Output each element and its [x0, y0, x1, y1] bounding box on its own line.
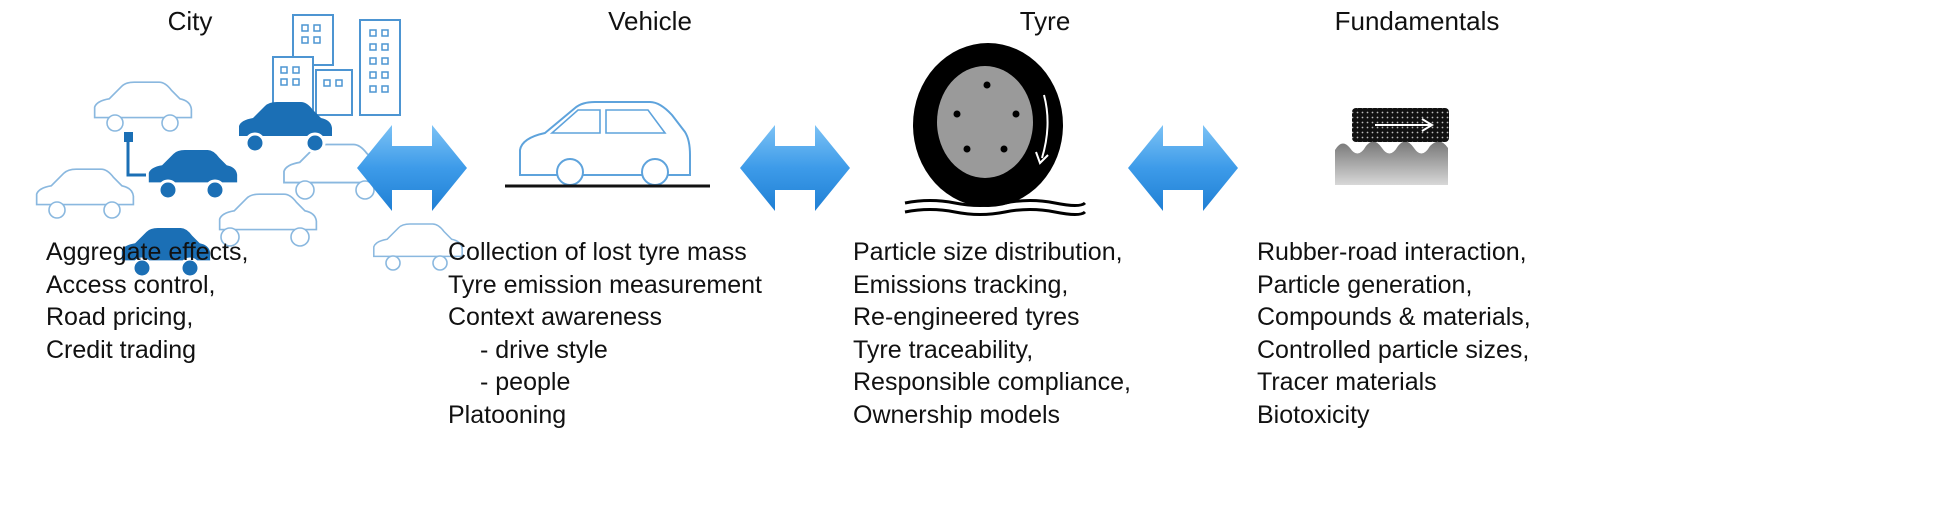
list-subitem: - drive style: [480, 335, 608, 364]
list-item: Tyre traceability,: [853, 335, 1034, 364]
list-item: Context awareness: [448, 303, 663, 331]
column-title-tyre: Tyre: [1019, 6, 1071, 36]
list-item: Compounds & materials,: [1257, 303, 1531, 331]
list-item: Credit trading: [46, 335, 197, 364]
list-item: Access control,: [46, 270, 216, 299]
fundamentals-illustration: [1335, 108, 1449, 185]
list-item: Particle generation,: [1257, 270, 1473, 299]
list-item: Responsible compliance,: [853, 368, 1131, 396]
arrow-tyre-fundamentals: [1128, 125, 1238, 211]
tyre-illustration: [904, 43, 1087, 216]
list-item: Tyre emission measurement: [448, 270, 763, 299]
list-item: Particle size distribution,: [853, 238, 1123, 266]
city-list: Aggregate effects, Access control, Road …: [46, 236, 248, 366]
arrow-city-vehicle: [357, 125, 467, 211]
list-item: Rubber-road interaction,: [1257, 238, 1527, 266]
tyre-list: Particle size distribution, Emissions tr…: [853, 236, 1131, 431]
fundamentals-list: Rubber-road interaction, Particle genera…: [1257, 236, 1531, 431]
list-item: Biotoxicity: [1257, 400, 1370, 429]
column-title-fundamentals: Fundamentals: [1334, 6, 1500, 36]
list-item: Platooning: [448, 400, 567, 429]
vehicle-illustration: [505, 101, 710, 188]
vehicle-list: Collection of lost tyre mass Tyre emissi…: [448, 236, 762, 431]
list-item: Controlled particle sizes,: [1257, 335, 1530, 364]
list-item: Road pricing,: [46, 303, 194, 331]
list-item: Aggregate effects,: [46, 238, 249, 266]
column-title-vehicle: Vehicle: [608, 6, 692, 36]
list-item: Ownership models: [853, 400, 1061, 429]
list-subitem: - people: [480, 368, 571, 396]
list-item: Emissions tracking,: [853, 270, 1069, 299]
arrow-vehicle-tyre: [740, 125, 850, 211]
list-item: Re-engineered tyres: [853, 303, 1080, 331]
city-illustration: [35, 14, 463, 279]
column-title-city: City: [167, 6, 213, 36]
list-item: Collection of lost tyre mass: [448, 238, 747, 266]
list-item: Tracer materials: [1257, 368, 1437, 396]
